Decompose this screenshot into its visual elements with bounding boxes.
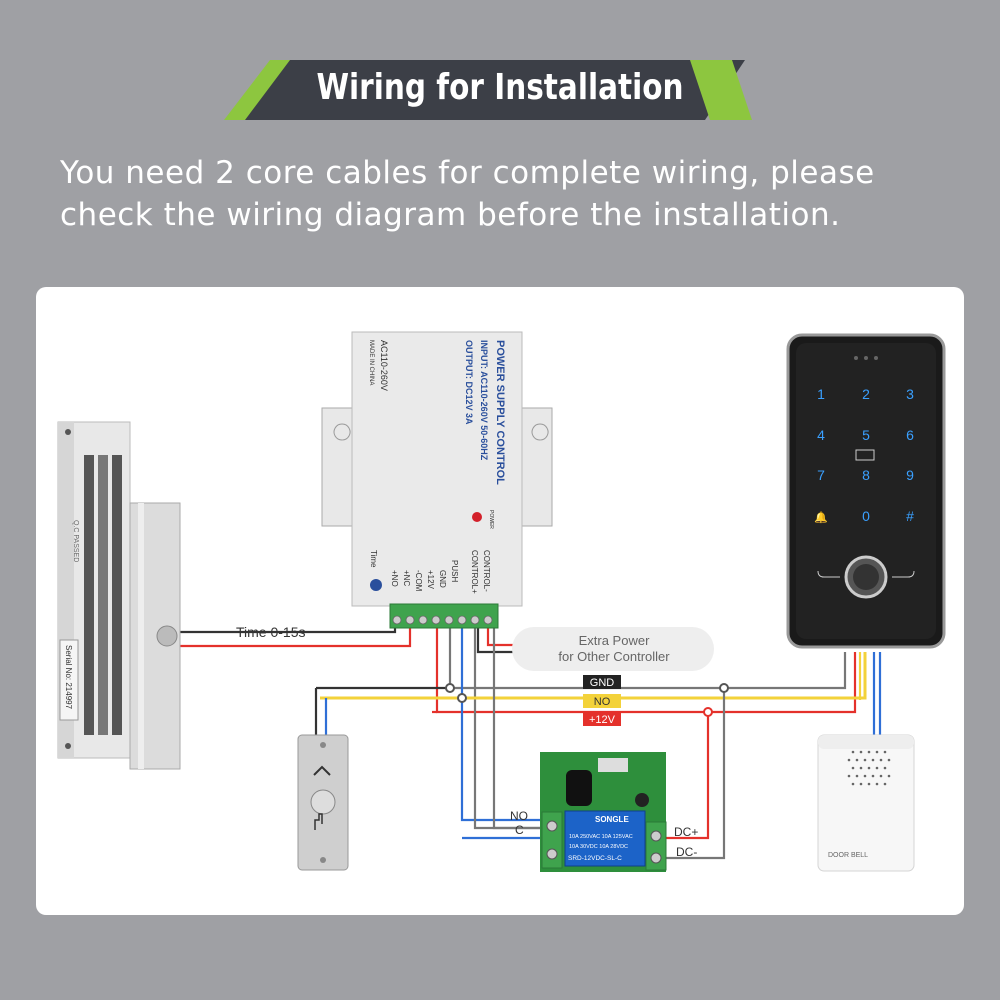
key-2: 2 — [862, 386, 870, 402]
magnetic-lock: Q.C PASSED Serial No: 214997 — [57, 421, 181, 770]
ps-terminal-block — [389, 603, 499, 629]
card-icon — [855, 449, 875, 461]
ps-time-label: Time — [369, 550, 378, 568]
relay-brand: SONGLE — [595, 815, 629, 824]
subtitle-line-2: check the wiring diagram before the inst… — [60, 197, 841, 233]
ps-term-gnd: GND — [438, 570, 447, 588]
ps-made: MADE IN CHINA — [368, 340, 374, 385]
ps-brand: POWER SUPPLY CONTROL — [494, 340, 506, 485]
wire-relay-no — [492, 612, 540, 830]
wire-junctions — [445, 683, 729, 717]
door-bell: DOOR BELL — [817, 734, 915, 872]
exit-button — [297, 734, 349, 871]
gnd-label: GND — [590, 677, 615, 689]
banner-body — [245, 60, 745, 120]
relay-module: SONGLE 10A 250VAC 10A 125VAC 10A 30VDC 1… — [540, 752, 667, 872]
maglock-serial: Serial No: 214997 — [64, 645, 73, 710]
ps-term-ctrl-plus: CONTROL+ — [470, 550, 479, 594]
key-5: 5 — [862, 427, 870, 443]
relay-no-label: NO — [510, 809, 528, 823]
key-7: 7 — [817, 467, 825, 483]
power-led — [472, 512, 482, 522]
wire-no-bus — [320, 652, 867, 700]
wire-ps-push — [460, 612, 540, 822]
extra-power-line-2: for Other Controller — [558, 649, 670, 664]
extra-power-line-1: Extra Power — [579, 633, 650, 648]
ps-output: OUTPUT: DC12V 3A — [464, 340, 474, 425]
ps-term-nc: +NC — [402, 570, 411, 586]
keypad-keys: 1 2 3 4 5 6 7 8 9 🔔 0 # — [814, 386, 914, 524]
key-3: 3 — [906, 386, 914, 402]
key-6: 6 — [906, 427, 914, 443]
key-4: 4 — [817, 427, 825, 443]
key-bell: 🔔 — [814, 511, 828, 524]
ps-term-12v: +12V — [426, 570, 435, 590]
key-8: 8 — [862, 467, 870, 483]
ps-term-ctrl-minus: CONTROL- — [482, 550, 491, 592]
maglock-qc: Q.C PASSED — [72, 520, 79, 562]
wire-dc-minus — [665, 688, 726, 860]
dc-plus-label: DC+ — [674, 825, 698, 839]
dc-minus-label: DC- — [676, 845, 697, 859]
relay-model: SRD-12VDC-SL-C — [568, 855, 622, 862]
keypad-reader: 1 2 3 4 5 6 7 8 9 🔔 0 # — [786, 333, 946, 649]
wire-dc-plus — [665, 712, 710, 840]
ps-terminal-labels: +NO +NC -COM +12V GND PUSH CONTROL+ CONT… — [390, 550, 491, 594]
door-bell-label: DOOR BELL — [828, 852, 868, 859]
ps-term-push: PUSH — [450, 560, 459, 582]
ps-term-no: +NO — [390, 570, 399, 587]
door-bell-speaker-grille — [847, 750, 891, 786]
time-label: Time 0-15s — [236, 624, 306, 640]
relay-c-label: C — [515, 823, 524, 837]
ps-term-com: -COM — [414, 570, 423, 592]
key-9: 9 — [906, 467, 914, 483]
v12-label: +12V — [589, 714, 616, 726]
relay-spec2: 10A 30VDC 10A 28VDC — [569, 844, 628, 850]
bus-labels: GND NO +12V — [583, 675, 621, 726]
ps-power-led-label: POWER — [488, 510, 494, 529]
wire-ps-12v — [435, 612, 857, 714]
key-1: 1 — [817, 386, 825, 402]
banner-accent-right — [690, 60, 752, 120]
subtitle-line-1: You need 2 core cables for complete wiri… — [60, 155, 875, 191]
ps-input: INPUT: AC110-260V 50-60HZ — [479, 340, 489, 461]
no-label: NO — [594, 696, 611, 708]
extra-power-bubble: Extra Power for Other Controller — [512, 627, 714, 671]
title-banner — [224, 60, 752, 120]
subtitle: You need 2 core cables for complete wiri… — [60, 152, 960, 236]
key-hash: # — [906, 508, 914, 524]
relay-spec1: 10A 250VAC 10A 125VAC — [569, 834, 633, 840]
ps-ac: AC110-260V — [379, 340, 389, 391]
power-supply: POWER SUPPLY CONTROL INPUT: AC110-260V 5… — [321, 331, 553, 629]
page-title: Wiring for Installation — [316, 67, 684, 108]
key-0: 0 — [862, 508, 870, 524]
